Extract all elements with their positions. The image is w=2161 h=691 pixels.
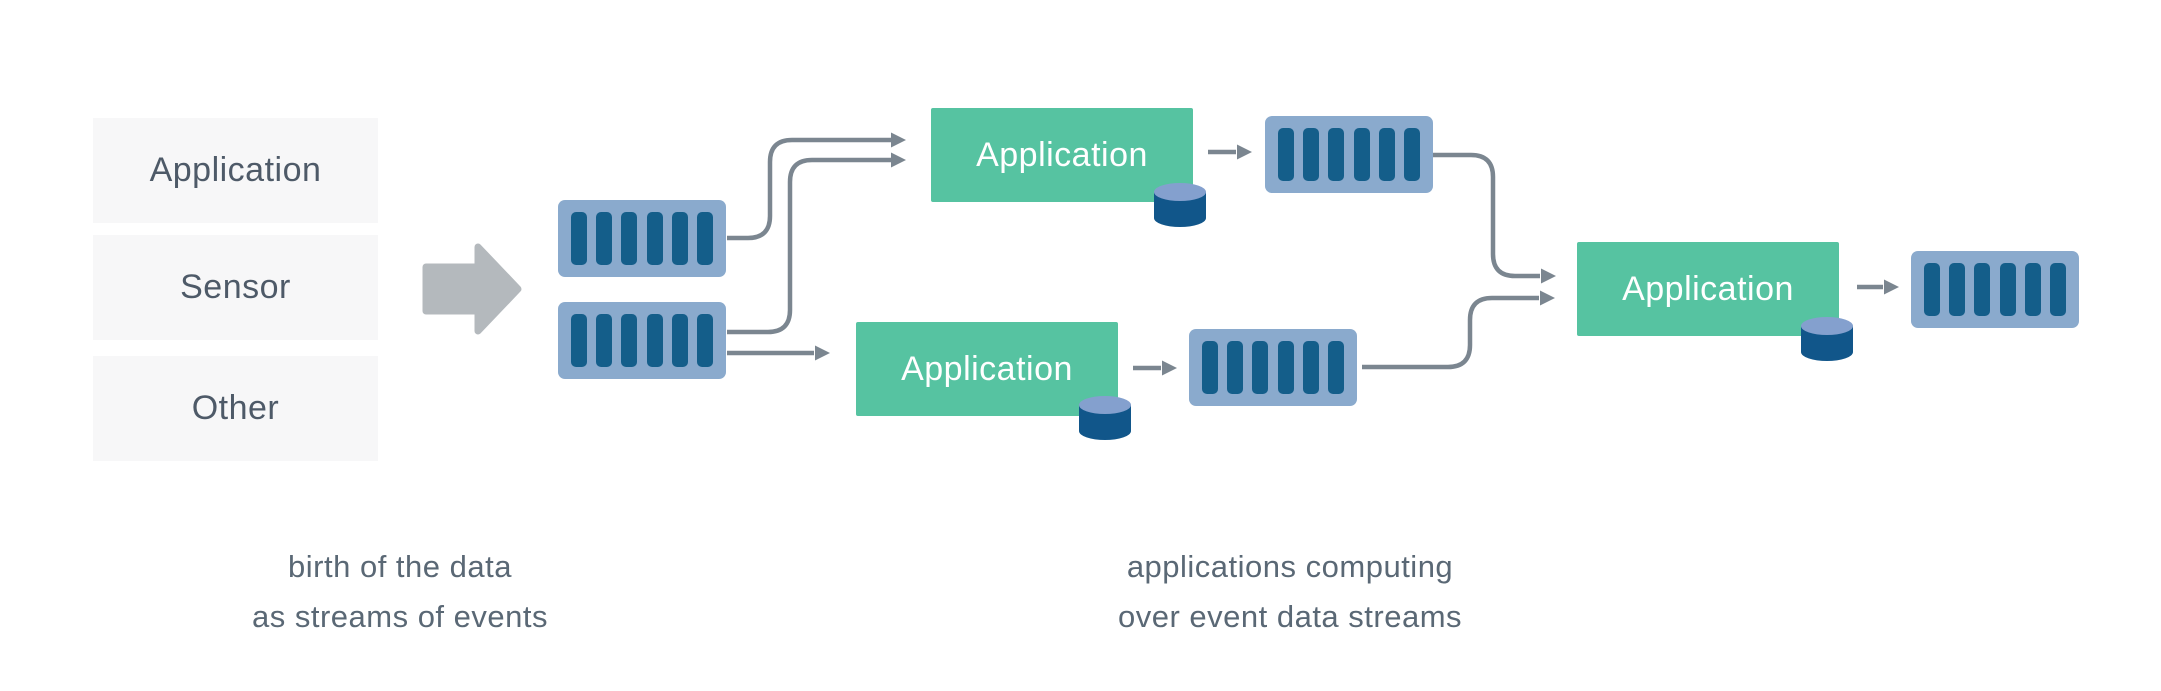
connector-arrow (727, 157, 891, 335)
flow-arrow-icon (422, 243, 522, 335)
caption-birth-of-data: birth of the data as streams of events (140, 542, 660, 642)
stream-bar (621, 314, 638, 367)
stream-bar (1327, 341, 1344, 394)
event-stream-icon (558, 200, 726, 277)
stream-bar (1252, 341, 1269, 394)
connector-arrow (1362, 295, 1539, 370)
stream-bar (596, 314, 613, 367)
arrowhead-icon (1884, 279, 1899, 295)
stream-bar (1378, 128, 1395, 181)
stream-bar (1353, 128, 1370, 181)
event-stream-icon (558, 302, 726, 379)
event-stream-icon (1189, 329, 1357, 406)
stream-bar (1974, 263, 1991, 316)
source-box-sensor: Sensor (93, 235, 378, 340)
stream-bar (571, 314, 587, 367)
stream-bar (1999, 263, 2016, 316)
application-label: Application (1622, 269, 1794, 308)
stream-bar (671, 212, 688, 265)
stream-bar (1328, 128, 1345, 181)
event-stream-icon (1911, 251, 2079, 328)
application-label: Application (976, 135, 1148, 174)
arrowhead-icon (891, 132, 906, 148)
connector-arrow (1433, 152, 1540, 279)
arrowhead-icon (1541, 268, 1556, 284)
stream-bar (646, 212, 663, 265)
stream-bar (646, 314, 663, 367)
source-box-application: Application (93, 118, 378, 223)
stream-bar (1227, 341, 1244, 394)
caption-applications-computing: applications computing over event data s… (1030, 542, 1550, 642)
stream-bar (696, 314, 713, 367)
caption-line: applications computing (1126, 549, 1454, 584)
stream-bar (2024, 263, 2041, 316)
stream-bar (1278, 128, 1294, 181)
stream-bar (1202, 341, 1218, 394)
application-label: Application (901, 349, 1073, 388)
stream-bar (1924, 263, 1940, 316)
arrowhead-icon (1237, 144, 1252, 160)
application-node-right: Application (1577, 242, 1839, 336)
source-box-other: Other (93, 356, 378, 461)
application-node-top: Application (931, 108, 1193, 202)
stream-bar (2049, 263, 2066, 316)
caption-line: birth of the data (288, 549, 512, 584)
stream-bar (1277, 341, 1294, 394)
source-label: Other (191, 389, 280, 427)
stream-bar (571, 212, 587, 265)
caption-line: over event data streams (1117, 599, 1463, 634)
stream-bar (1949, 263, 1966, 316)
source-label: Application (149, 151, 322, 189)
stream-bar (596, 212, 613, 265)
stream-bar (1302, 341, 1319, 394)
stream-bar (696, 212, 713, 265)
arrowhead-icon (1162, 360, 1177, 376)
arrowhead-icon (815, 345, 830, 361)
arrowhead-icon (891, 152, 906, 168)
connector-arrow (727, 137, 891, 241)
event-stream-icon (1265, 116, 1433, 193)
caption-line: as streams of events (251, 599, 548, 634)
stream-bar (671, 314, 688, 367)
stream-bar (621, 212, 638, 265)
application-node-bottom: Application (856, 322, 1118, 416)
stream-bar (1303, 128, 1320, 181)
source-label: Sensor (180, 268, 291, 306)
arrowhead-icon (1540, 290, 1555, 306)
stream-bar (1403, 128, 1420, 181)
